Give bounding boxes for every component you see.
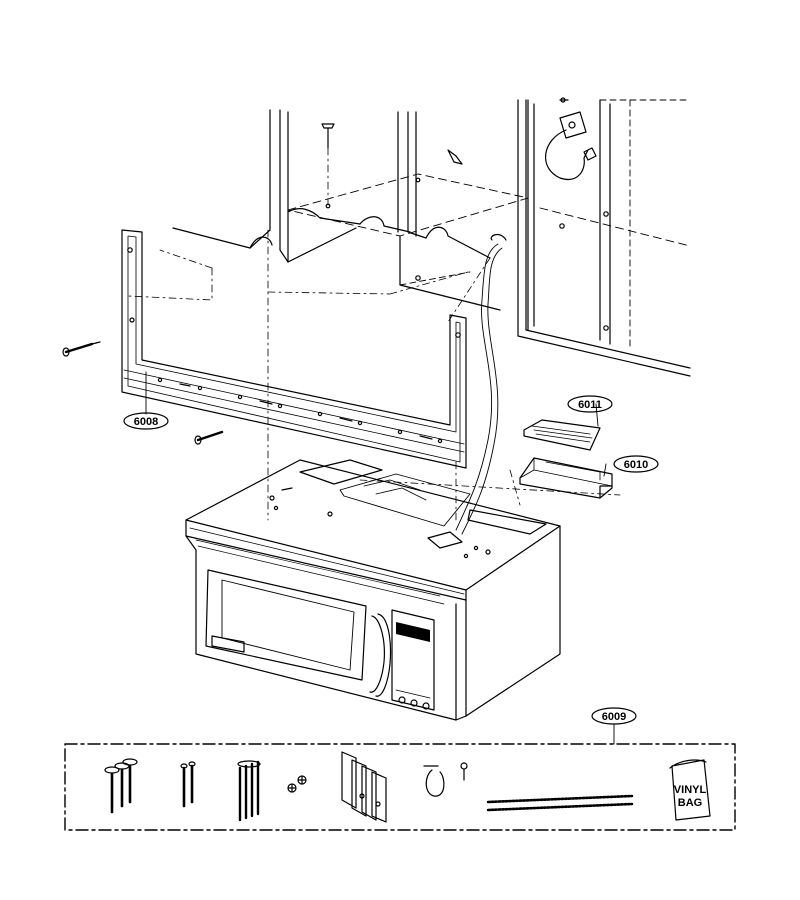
- mounting-plate: [121, 229, 467, 469]
- alignment-lines: [127, 147, 621, 521]
- long-screws-set: [104, 758, 138, 814]
- toggle-wings-set: [341, 751, 387, 823]
- hardware-kit-box: [64, 743, 736, 831]
- callout-label-6010: 6010: [624, 459, 648, 471]
- spring-strips: [486, 794, 634, 812]
- toggle-bolts-set: [237, 760, 261, 822]
- damper-cover: [523, 419, 601, 451]
- small-screws: [287, 775, 307, 793]
- vinyl-bag-label-line2: BAG: [678, 797, 702, 809]
- vinyl-bag-label-line1: VINYL: [674, 784, 707, 796]
- callout-oval-6010: [613, 455, 659, 473]
- leader-lines: [145, 371, 615, 745]
- damper-assembly: [519, 457, 613, 499]
- upper-cabinets: [172, 97, 691, 377]
- power-cord: [455, 243, 503, 535]
- callout-label-6008: 6008: [134, 416, 158, 428]
- vinyl-bag: [669, 759, 711, 821]
- callout-label-6011: 6011: [578, 399, 602, 411]
- cord-clamp: [423, 762, 468, 797]
- callout-oval-6011: [567, 395, 613, 413]
- callout-label-6009: 6009: [602, 711, 626, 723]
- microwave-oven: [185, 459, 561, 721]
- plate-screws: [62, 341, 224, 445]
- callout-oval-6009: [591, 707, 637, 725]
- bolts-pair: [180, 761, 196, 808]
- callout-oval-6008: [123, 412, 169, 430]
